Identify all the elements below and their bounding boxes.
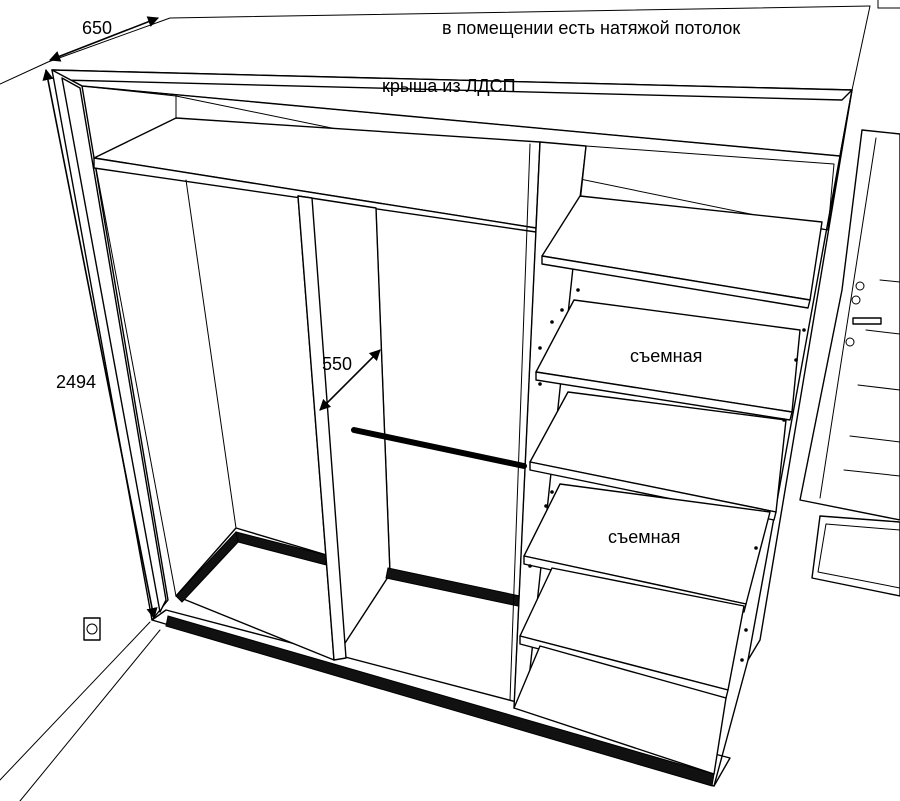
labels: 650 2494 550 в помещении есть натяжой по… — [56, 18, 740, 547]
door-handle — [852, 317, 882, 325]
depth-dimension-label: 650 — [82, 18, 112, 38]
central-partition — [297, 195, 521, 661]
removable-shelf-label-2: съемная — [608, 527, 680, 547]
wall-socket-icon — [83, 617, 101, 641]
ceiling-note: в помещении есть натяжой потолок — [442, 18, 740, 38]
dimension-lines — [42, 16, 381, 620]
hanger-depth-label: 550 — [322, 354, 352, 374]
removable-shelf-label-1: съемная — [630, 346, 702, 366]
wardrobe-interior — [81, 85, 841, 661]
height-dimension-line — [42, 68, 158, 620]
room-door — [799, 129, 900, 597]
hanger-depth-dimension-line — [319, 349, 381, 411]
roof-note: крыша из ЛДСП — [382, 76, 516, 96]
shelf-pins — [528, 288, 806, 662]
height-dimension-label: 2494 — [56, 372, 96, 392]
right-shelves — [513, 145, 835, 775]
hanging-rail — [351, 427, 527, 469]
depth-dimension-line — [48, 16, 160, 62]
